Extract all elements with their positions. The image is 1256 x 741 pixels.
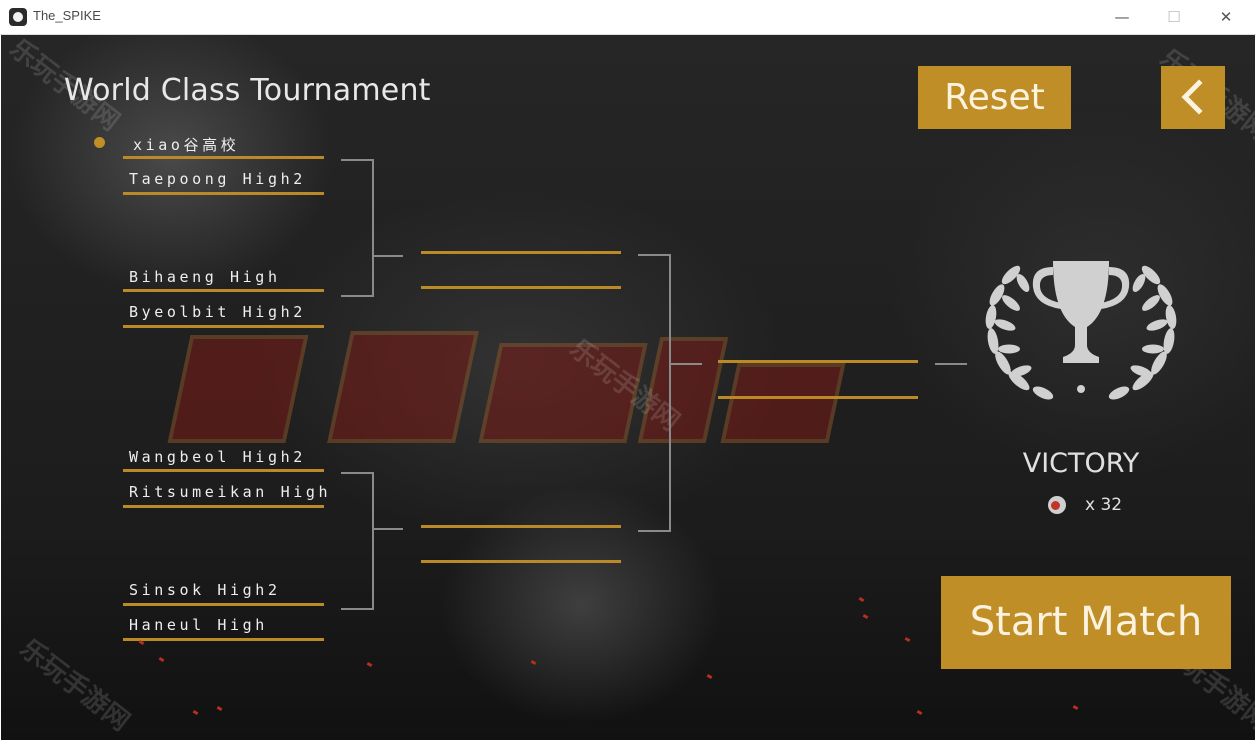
final-slot[interactable] [718,396,918,399]
team-slot-underline [123,603,324,606]
maximize-button[interactable]: ☐ [1167,8,1181,26]
bracket-connector [638,254,671,532]
team-slot-underline [123,289,324,292]
victory-label: VICTORY [1022,448,1140,479]
ember-particle [858,596,865,603]
ember-particle [158,656,165,663]
bracket-connector [372,528,403,530]
spike-logo-watermark [167,323,846,453]
ember-particle [366,661,373,668]
ember-particle [862,613,869,620]
ember-particle [1072,704,1079,711]
ember-particle [216,705,223,712]
team-name: Bihaeng High [129,268,281,286]
site-watermark: 乐玩手游网 [14,633,135,738]
team-slot[interactable]: Sinsok High2 [123,576,324,606]
app-icon [9,8,27,26]
team-slot-underline [123,469,324,472]
team-name: Taepoong High2 [129,170,306,188]
semifinal-slot[interactable] [421,286,621,289]
close-button[interactable]: ✕ [1219,8,1233,26]
team-name: Sinsok High2 [129,581,281,599]
bracket-connector [935,363,967,365]
bracket-connector [669,363,702,365]
bracket-connector [341,159,374,297]
game-stage: 乐玩手游网 乐玩手游网 乐玩手游网 乐玩手游网 乐玩手游网 World Clas… [1,35,1255,740]
team-slot[interactable]: Byeolbit High2 [123,298,324,328]
team-slot[interactable]: Taepoong High2 [123,165,324,195]
bracket-connector [341,472,374,610]
semifinal-slot[interactable] [421,251,621,254]
start-match-button[interactable]: Start Match [941,576,1231,669]
ember-particle [916,709,923,716]
team-name: Byeolbit High2 [129,303,306,321]
team-slot-underline [123,638,324,641]
volleyball-icon [1048,496,1066,514]
team-slot-underline [123,192,324,195]
team-slot[interactable]: Wangbeol High2 [123,443,324,473]
tournament-title: World Class Tournament [64,73,431,108]
final-slot[interactable] [718,360,918,363]
window-title: The_SPIKE [33,8,101,23]
team-slot-underline [123,325,324,328]
reward-count: x 32 [1085,495,1123,515]
team-slot[interactable]: Bihaeng High [123,263,324,293]
team-slot[interactable]: Haneul High [123,611,324,641]
ember-particle [192,709,199,716]
team-name: Wangbeol High2 [129,448,306,466]
team-slot[interactable]: Ritsumeikan High [123,478,327,508]
reset-button[interactable]: Reset [918,66,1071,129]
team-slot[interactable]: xiao谷高校 [123,131,324,161]
semifinal-slot[interactable] [421,525,621,528]
ember-particle [530,659,537,666]
chevron-left-icon [1181,79,1203,115]
team-name: Haneul High [129,616,268,634]
window-titlebar: The_SPIKE — ☐ ✕ [0,0,1256,35]
team-slot-underline [123,156,324,159]
back-button[interactable] [1161,66,1225,129]
ember-particle [904,636,911,643]
team-name: Ritsumeikan High [129,483,332,501]
ember-particle [706,673,713,680]
team-name: xiao谷高校 [133,136,240,154]
minimize-button[interactable]: — [1114,8,1130,26]
trophy-icon [985,261,1177,400]
semifinal-slot[interactable] [421,560,621,563]
selected-team-indicator [94,137,105,148]
bracket-connector [372,255,403,257]
team-slot-underline [123,505,324,508]
